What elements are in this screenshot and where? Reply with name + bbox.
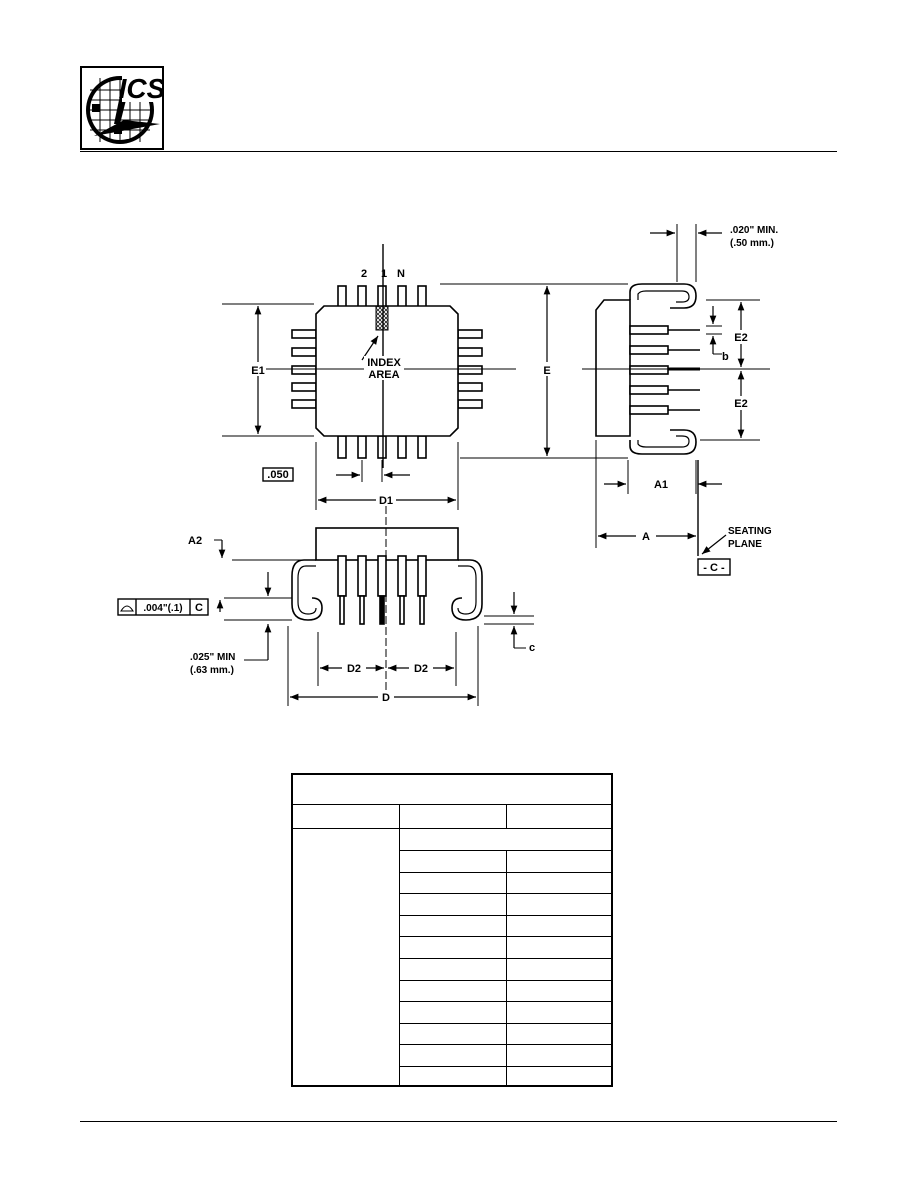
dim-d-label: D <box>382 692 390 704</box>
ics-logo: ICS <box>80 66 164 150</box>
table-row-rule <box>399 958 611 959</box>
datum-c-label: - C - <box>703 562 725 574</box>
index-area-line1: INDEX <box>367 357 401 369</box>
lead-clearance-line1: .020" MIN. <box>730 225 778 236</box>
table-row-rule <box>399 936 611 937</box>
dim-e2-upper-label: E2 <box>734 332 747 344</box>
pin-labels: 2 1 N <box>361 268 405 280</box>
front-view <box>214 506 534 706</box>
seating-plane-line2: PLANE <box>728 539 762 550</box>
dim-d2-right-label: D2 <box>414 663 428 675</box>
dim-a-label: A <box>642 531 650 543</box>
header-rule <box>80 151 837 152</box>
dim-d2-left-label: D2 <box>347 663 361 675</box>
table-row-rule <box>399 1023 611 1024</box>
table-row-rule <box>399 1066 611 1067</box>
table-row-rule <box>399 893 611 894</box>
shoulder-line2: (.63 mm.) <box>190 665 234 676</box>
table-col-divider-2 <box>506 804 507 828</box>
dim-a1-label: A1 <box>654 479 668 491</box>
footer-rule <box>80 1121 837 1122</box>
table-col-divider-2-body <box>506 850 507 1085</box>
shoulder-line1: .025" MIN <box>190 652 235 663</box>
side-view <box>582 224 770 556</box>
coplanarity-value: .004"(.1) <box>143 603 182 614</box>
table-col-divider-1 <box>399 804 400 1085</box>
seating-plane-line1: SEATING <box>728 526 772 537</box>
table-rule-header <box>293 804 611 805</box>
index-area-line2: AREA <box>368 369 399 381</box>
dimension-table <box>291 773 613 1087</box>
table-rule-subheader <box>293 828 611 829</box>
dim-b-label: b <box>722 351 729 363</box>
pin-label-n: N <box>397 268 405 280</box>
dim-e1-label: E1 <box>251 365 264 377</box>
coplanarity-frame <box>117 598 209 616</box>
pitch-label: .050 <box>267 469 288 481</box>
dim-e2-lower-label: E2 <box>734 398 747 410</box>
dim-a2-label: A2 <box>188 535 202 547</box>
table-row-rule <box>399 872 611 873</box>
dim-c-label: c <box>529 642 535 654</box>
table-row-rule <box>399 1044 611 1045</box>
table-row-rule <box>399 850 611 851</box>
package-drawing: .050 2 1 N INDEX AREA E1 E D1 <box>117 224 778 706</box>
lead-clearance-line2: (.50 mm.) <box>730 238 774 249</box>
pin-label-2: 2 <box>361 268 367 280</box>
logo-text: ICS <box>119 73 164 104</box>
coplanarity-datum: C <box>195 602 203 614</box>
table-row-rule <box>399 980 611 981</box>
table-row-rule <box>399 915 611 916</box>
pin-label-1: 1 <box>381 268 387 280</box>
table-row-rule <box>399 1001 611 1002</box>
dim-d1-label: D1 <box>379 495 393 507</box>
dim-e-label: E <box>543 365 550 377</box>
